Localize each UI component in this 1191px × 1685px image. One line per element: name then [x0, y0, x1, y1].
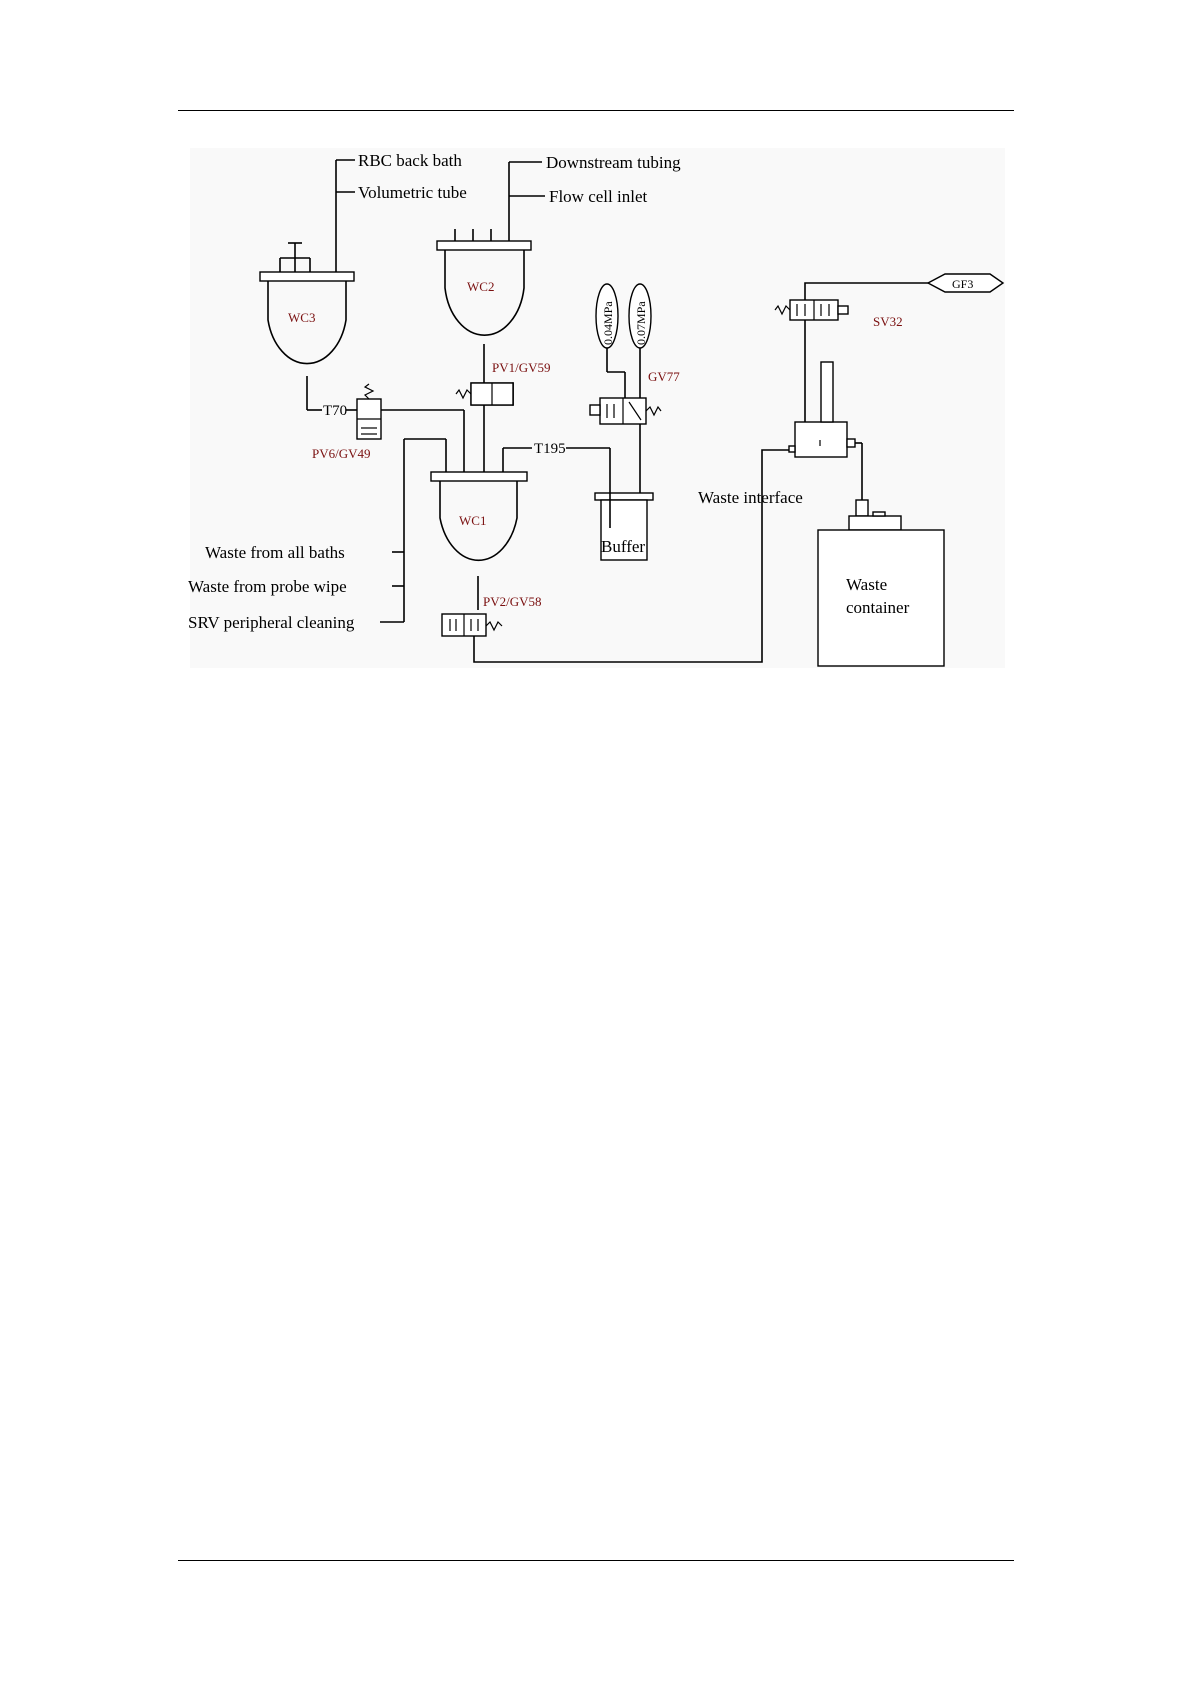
waste-from-all-baths-label: Waste from all baths	[205, 543, 345, 562]
wc1-label: WC1	[459, 513, 486, 528]
svg-text:0.07MPa: 0.07MPa	[634, 301, 648, 345]
wc2-label: WC2	[467, 279, 494, 294]
t195-label: T195	[534, 441, 566, 457]
pv2-label: PV2/GV58	[483, 594, 542, 609]
pv6-label: PV6/GV49	[312, 446, 371, 461]
volumetric-tube-label: Volumetric tube	[358, 183, 467, 202]
waste-container-label-2: container	[846, 598, 910, 617]
gf3-label: GF3	[952, 277, 973, 291]
wc3-label: WC3	[288, 310, 315, 325]
footer-rule	[178, 1560, 1014, 1561]
gv77-label: GV77	[648, 369, 680, 384]
sv32-label: SV32	[873, 314, 903, 329]
pv1-label: PV1/GV59	[492, 360, 551, 375]
flow-cell-inlet-label: Flow cell inlet	[549, 187, 647, 206]
waste-from-probe-wipe-label: Waste from probe wipe	[188, 577, 347, 596]
gauge-low: 0.04MPa	[596, 284, 618, 348]
waste-container-label-1: Waste	[846, 575, 887, 594]
buffer-label: Buffer	[601, 537, 645, 556]
svg-text:0.04MPa: 0.04MPa	[601, 301, 615, 345]
fluidic-waste-diagram: WC3 RBC back bath Volumetric tube WC2 Do…	[0, 0, 1191, 700]
gauge-high: 0.07MPa	[629, 284, 651, 348]
rbc-back-bath-label: RBC back bath	[358, 151, 462, 170]
t70-label: T70	[323, 403, 347, 419]
srv-peripheral-cleaning-label: SRV peripheral cleaning	[188, 613, 355, 632]
waste-interface-label: Waste interface	[698, 488, 803, 507]
downstream-tubing-label: Downstream tubing	[546, 153, 681, 172]
